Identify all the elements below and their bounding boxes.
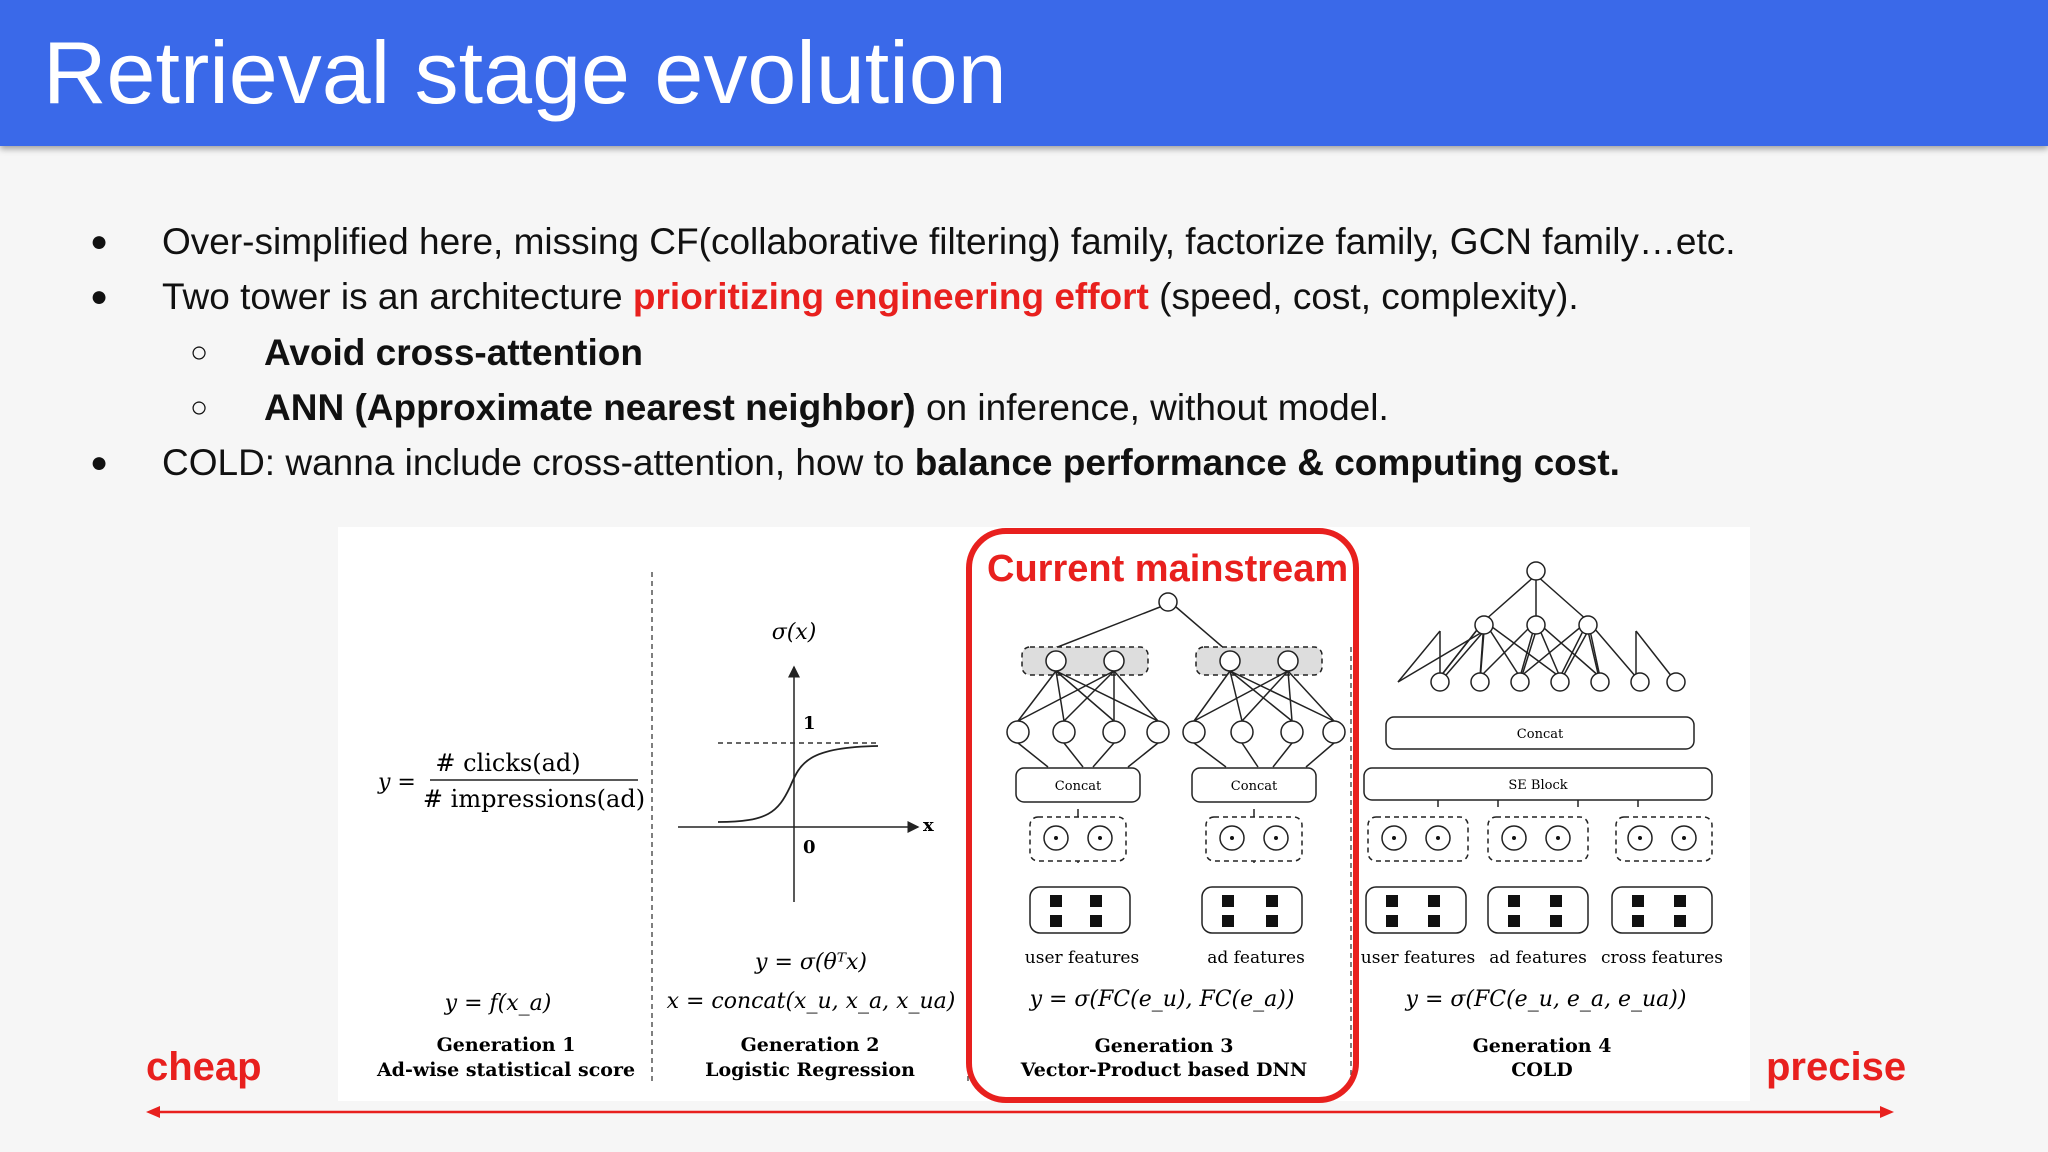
- gen1-name: Generation 1: [437, 1034, 576, 1056]
- gen3-labels: Concat Concat user features ad features …: [1020, 779, 1308, 1081]
- gen2-sigma: σ(x): [772, 620, 817, 645]
- bullet-2-highlight: prioritizing engineering effort: [632, 276, 1149, 317]
- gen2-eq1: y = σ(θᵀx): [754, 950, 867, 975]
- current-mainstream-highlight: [966, 528, 1359, 1103]
- bullet-dot-icon: ●: [90, 280, 109, 313]
- gen3-desc: Vector-Product based DNN: [1020, 1059, 1308, 1081]
- cheap-label: cheap: [146, 1045, 262, 1089]
- sub-bullet-2-text: on inference, without model.: [915, 387, 1389, 428]
- title-banner: Retrieval stage evolution: [0, 0, 2048, 146]
- gen4-user-features: user features: [1361, 948, 1475, 968]
- gen3-panel: [1006, 592, 1346, 934]
- gen4-desc: COLD: [1511, 1059, 1573, 1081]
- cost-precision-arrow: [146, 1106, 1894, 1118]
- gen2-eq2: x = concat(x_u, x_a, x_ua): [667, 989, 956, 1014]
- current-mainstream-label: Current mainstream: [987, 548, 1349, 590]
- gen1-equation: y = f(x_a): [444, 991, 552, 1016]
- gen1-y: y =: [377, 770, 416, 795]
- gen4-cross-features: cross features: [1601, 948, 1723, 968]
- slide-title: Retrieval stage evolution: [43, 23, 1007, 122]
- gen1-desc: Ad-wise statistical score: [376, 1059, 635, 1081]
- gen2-x: x: [923, 815, 934, 836]
- sub-bullet-circle-icon: ○: [190, 391, 209, 424]
- sub-bullet-circle-icon: ○: [190, 336, 209, 369]
- bullet-dot-icon: ●: [90, 225, 109, 258]
- sub-bullet-2-bold: ANN (Approximate nearest neighbor): [264, 387, 916, 428]
- gen2-desc: Logistic Regression: [705, 1059, 915, 1081]
- gen3-ad-features: ad features: [1207, 948, 1305, 968]
- bullet-2-text-end: (speed, cost, complexity).: [1148, 276, 1579, 317]
- gen3-user-features: user features: [1025, 948, 1139, 968]
- gen1-denominator: # impressions(ad): [423, 785, 645, 813]
- bullet-1-text: Over-simplified here, missing CF(collabo…: [162, 221, 1736, 262]
- gen4-concat: Concat: [1517, 727, 1564, 742]
- bullet-3-bold: balance performance & computing cost.: [914, 442, 1620, 483]
- precise-label: precise: [1766, 1045, 1907, 1089]
- gen4-labels: Concat SE Block user features ad feature…: [1361, 727, 1723, 1081]
- bullet-3-text: COLD: wanna include cross-attention, how…: [162, 442, 915, 483]
- gen2-one: 1: [803, 713, 816, 734]
- gen3-equation: y = σ(FC(e_u), FC(e_a)): [1029, 987, 1295, 1012]
- diagram-svg: y = # clicks(ad) # impressions(ad) y = f…: [376, 561, 1723, 1082]
- gen2-zero: 0: [803, 837, 816, 858]
- gen3-concat-right: Concat: [1231, 779, 1278, 794]
- gen3-name: Generation 3: [1095, 1035, 1234, 1057]
- bullet-2-text: Two tower is an architecture: [162, 276, 633, 317]
- sub-bullet-1-text: Avoid cross-attention: [264, 332, 643, 373]
- bullet-dot-icon: ●: [90, 446, 109, 479]
- gen4-se-block: SE Block: [1508, 778, 1567, 793]
- gen4-name: Generation 4: [1473, 1035, 1612, 1057]
- gen1-numerator: # clicks(ad): [435, 749, 580, 777]
- gen1-panel: y = # clicks(ad) # impressions(ad) y = f…: [376, 749, 645, 1081]
- evolution-diagram: y = # clicks(ad) # impressions(ad) y = f…: [338, 527, 1750, 1101]
- gen2-name: Generation 2: [741, 1034, 880, 1056]
- gen2-panel: σ(x) 1 0 x y = σ(θᵀx) x = concat(x_u, x_…: [667, 620, 956, 1081]
- gen4-equation: y = σ(FC(e_u, e_a, e_ua)): [1405, 987, 1687, 1012]
- gen4-ad-features: ad features: [1489, 948, 1587, 968]
- gen3-concat-left: Concat: [1055, 779, 1102, 794]
- gen4-panel: [1363, 561, 1713, 934]
